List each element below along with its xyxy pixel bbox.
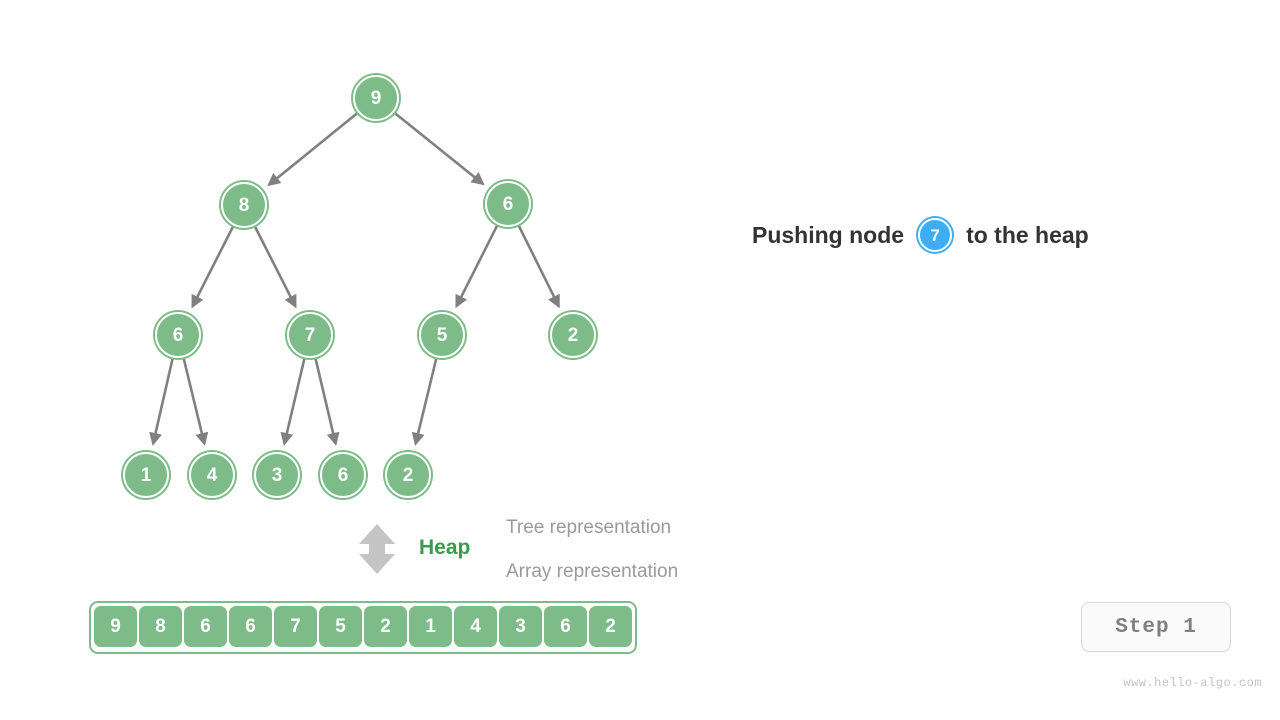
array-cell-5: 5 [319,606,362,647]
caption-highlight-node: 7 [918,218,953,252]
tree-node-n0: 9 [353,75,399,121]
tree-node-n1: 8 [221,182,267,228]
tree-edge-n3-n7 [149,358,174,446]
tree-representation-label: Tree representation [506,517,672,538]
tree-edge-n1-n4 [253,225,297,309]
array-cell-2: 6 [184,606,227,647]
array-cell-0: 9 [94,606,137,647]
tree-node-n5: 5 [419,312,465,358]
array-representation-label: Array representation [506,561,679,582]
array-cell-11: 2 [589,606,632,647]
tree-node-n9: 3 [254,452,300,498]
tree-edge-n0-n1 [267,112,359,187]
tree-node-n2: 6 [485,181,531,227]
array-cell-7: 1 [409,606,452,647]
double-arrow-vertical-icon [359,524,395,574]
array-cell-1: 8 [139,606,182,647]
array-cell-9: 3 [499,606,542,647]
tree-node-n4: 7 [287,312,333,358]
array-cell-6: 2 [364,606,407,647]
watermark: www.hello-algo.com [1123,676,1262,690]
tree-edge-n4-n9 [280,358,306,446]
tree-node-n7: 1 [123,452,169,498]
tree-edge-n2-n5 [455,224,499,309]
array-cell-8: 4 [454,606,497,647]
caption: Pushing node 7 to the heap [752,218,1089,252]
caption-suffix: to the heap [966,221,1089,248]
tree-node-n8: 4 [189,452,235,498]
tree-edge-n3-n8 [182,358,209,446]
caption-prefix: Pushing node [752,221,905,248]
tree-edge-n5-n11 [411,358,438,446]
tree-edge-n2-n6 [517,224,560,309]
tree-node-n3: 6 [155,312,201,358]
array-cell-3: 6 [229,606,272,647]
step-badge: Step 1 [1081,602,1231,652]
tree-node-n11: 2 [385,452,431,498]
array-cell-10: 6 [544,606,587,647]
tree-node-n10: 6 [320,452,366,498]
array-cell-4: 7 [274,606,317,647]
heap-label: Heap [419,536,471,559]
tree-edge-n1-n3 [191,225,235,309]
tree-edge-n4-n10 [314,358,340,446]
tree-edge-n0-n2 [393,112,485,186]
tree-node-n6: 2 [550,312,596,358]
